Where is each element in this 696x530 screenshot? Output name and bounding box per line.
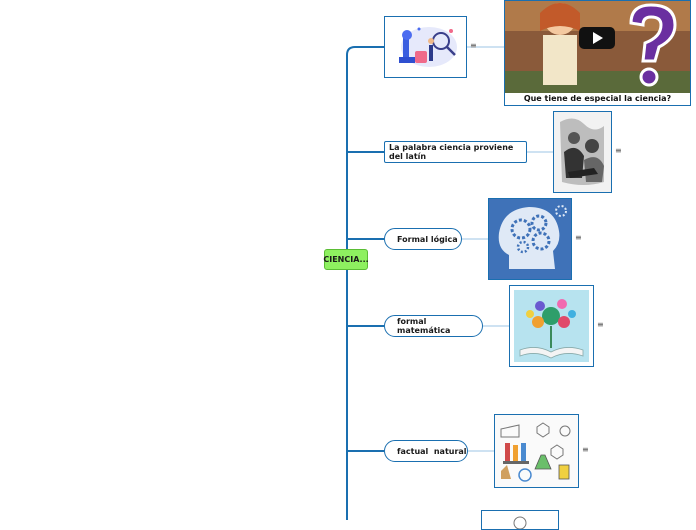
root-node[interactable]: CIENCIA... bbox=[323, 249, 369, 270]
notes-icon[interactable]: ≡ bbox=[597, 320, 604, 329]
topic-partial-bottom[interactable] bbox=[481, 510, 559, 530]
topic-factual-natural[interactable]: factual natural bbox=[384, 440, 468, 462]
image-philosophers[interactable] bbox=[553, 111, 612, 193]
topic-label: factual natural bbox=[397, 446, 467, 456]
notes-icon[interactable]: ≡ bbox=[470, 41, 477, 50]
notes-icon[interactable]: ≡ bbox=[615, 146, 622, 155]
image-chemistry[interactable] bbox=[494, 414, 579, 488]
engraving-philosophers bbox=[554, 112, 611, 192]
notes-icon[interactable]: ≡ bbox=[575, 233, 582, 242]
topic-label: Formal lógica bbox=[397, 234, 458, 244]
image-open-book[interactable] bbox=[509, 285, 594, 367]
video-caption: Que tiene de especial la ciencia? bbox=[523, 94, 672, 103]
video-thumbnail bbox=[505, 1, 690, 93]
topic-formal-logica[interactable]: Formal lógica bbox=[384, 228, 462, 250]
brain-gears bbox=[489, 199, 571, 279]
open-book-ideas bbox=[510, 286, 593, 366]
notes-icon[interactable]: ≡ bbox=[582, 445, 589, 454]
root-label: CIENCIA... bbox=[323, 255, 369, 264]
image-brain-gears[interactable] bbox=[488, 198, 572, 280]
science-lab-illustration bbox=[399, 27, 457, 67]
topic-science-image[interactable] bbox=[384, 16, 467, 78]
partial-image bbox=[513, 516, 527, 529]
video-node[interactable]: Que tiene de especial la ciencia? bbox=[504, 0, 691, 106]
play-icon bbox=[593, 32, 603, 44]
topic-formal-matematica[interactable]: formal matemática bbox=[384, 315, 483, 337]
chemistry-sketch bbox=[495, 415, 578, 487]
topic-label: La palabra ciencia proviene del latín bbox=[389, 143, 514, 161]
topic-palabra-ciencia[interactable]: La palabra ciencia proviene del latín bbox=[384, 141, 527, 163]
topic-label: formal matemática bbox=[397, 317, 451, 335]
